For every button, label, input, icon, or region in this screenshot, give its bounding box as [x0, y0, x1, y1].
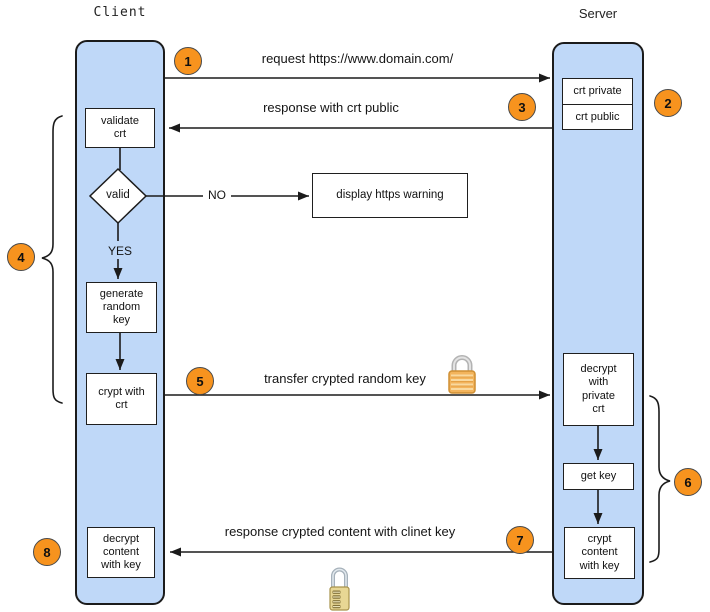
server-lane-title: Server	[578, 6, 618, 21]
step-circle-7: 7	[506, 526, 534, 554]
transfer-key-message: transfer crypted random key	[264, 371, 426, 386]
decrypt-content-box: decrypt content with key	[87, 527, 155, 578]
request-message: request https://www.domain.com/	[261, 51, 454, 66]
client-lane-title: Client	[93, 5, 147, 20]
server-steps-brace	[649, 395, 671, 563]
response-content-message: response crypted content with clinet key	[224, 524, 456, 539]
crt-public-cell: crt public	[575, 110, 620, 123]
client-steps-brace	[41, 115, 63, 404]
step-circle-5: 5	[186, 367, 214, 395]
https-warning-box: display https warning	[312, 173, 468, 218]
step-circle-6: 6	[674, 468, 702, 496]
step-circle-8: 8	[33, 538, 61, 566]
decrypt-with-private-crt-box: decrypt with private crt	[563, 353, 634, 426]
generate-random-key-box: generate random key	[86, 282, 157, 333]
valid-diamond-label: valid	[106, 189, 130, 201]
crt-private-cell: crt private	[563, 79, 632, 105]
validate-crt-box: validate crt	[85, 108, 155, 148]
combination-lock-icon	[323, 561, 355, 611]
step-circle-3: 3	[508, 93, 536, 121]
step-circle-4: 4	[7, 243, 35, 271]
no-label-text: NO	[203, 188, 231, 202]
no-label: NO	[196, 188, 238, 202]
step-circle-1: 1	[174, 47, 202, 75]
yes-label: YES	[107, 244, 132, 258]
crypt-with-crt-box: crypt with crt	[86, 373, 157, 425]
certificate-pair-box: crt private crt public	[562, 78, 633, 130]
response-public-message: response with crt public	[263, 100, 399, 115]
crypt-content-box: crypt content with key	[564, 527, 635, 579]
step-circle-2: 2	[654, 89, 682, 117]
valid-decision-diamond	[88, 167, 148, 225]
closed-padlock-icon	[444, 352, 480, 396]
get-key-box: get key	[563, 463, 634, 490]
